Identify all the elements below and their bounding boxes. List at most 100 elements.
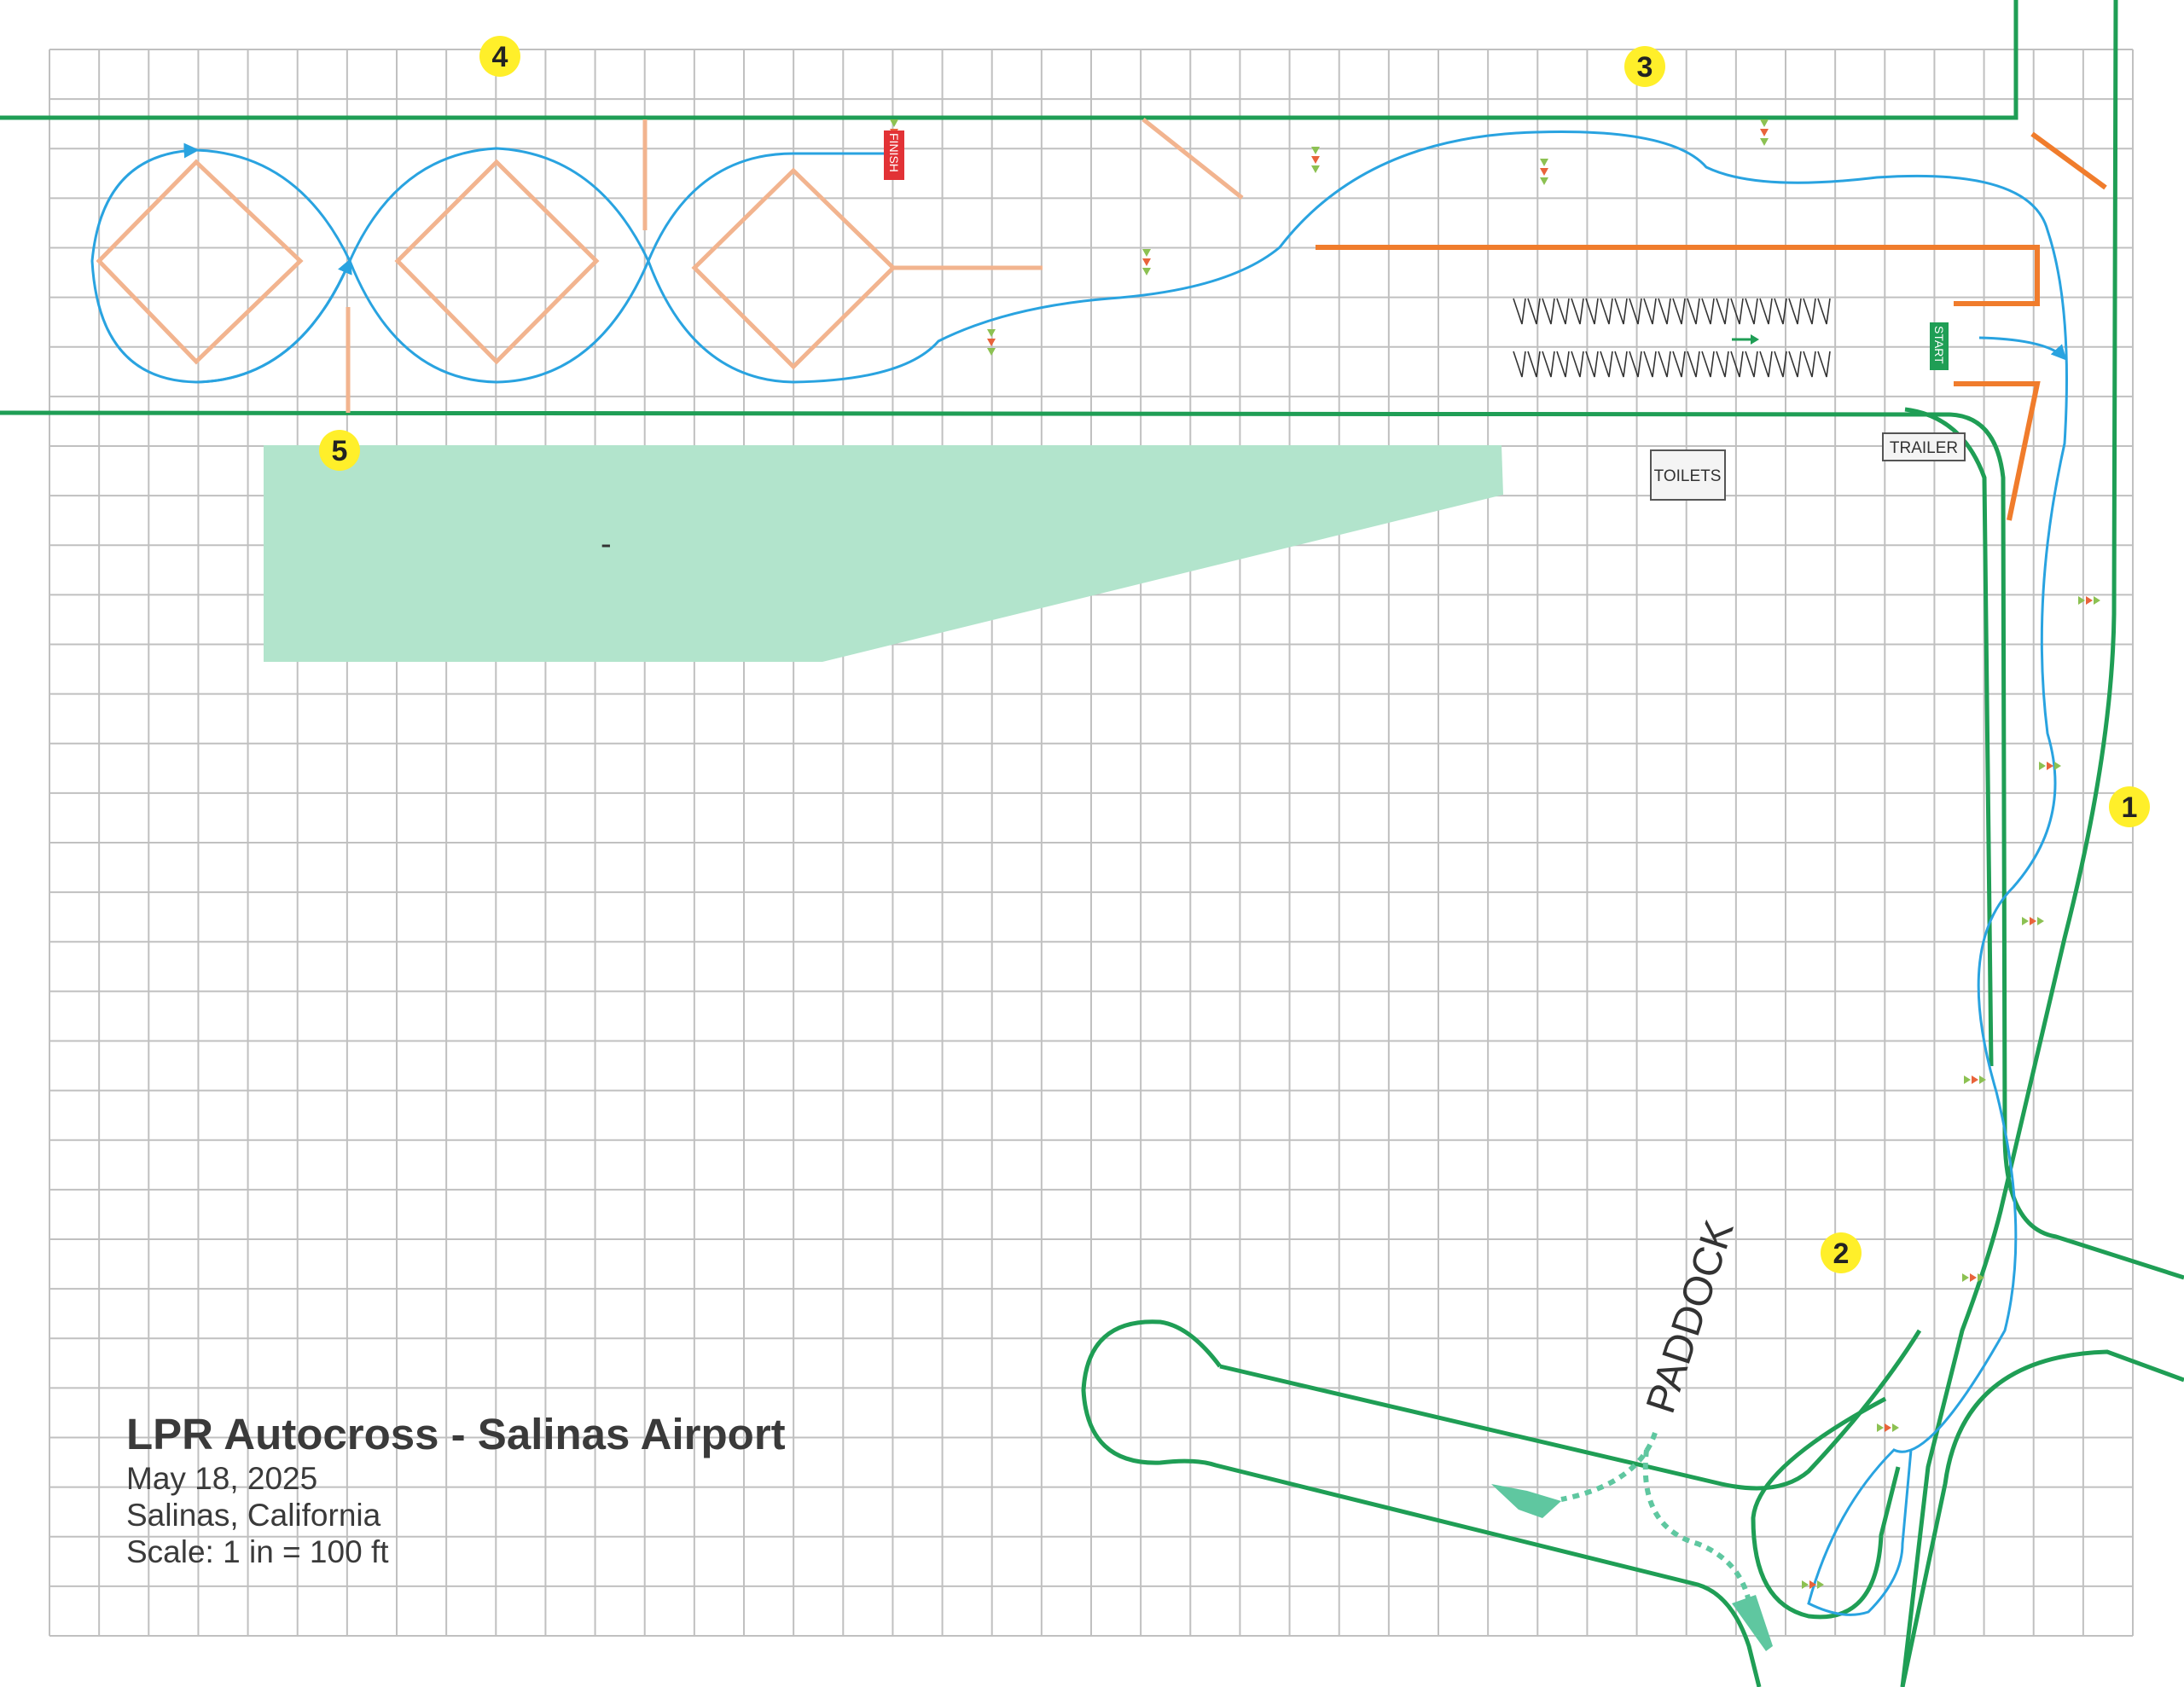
cone-icon	[1979, 1075, 1986, 1084]
chevron-icon	[1527, 351, 1541, 378]
cone-icon	[1978, 1273, 1984, 1282]
cone-icon	[1877, 1423, 1884, 1432]
chevron-icon	[1701, 298, 1715, 325]
cone-icon	[1311, 156, 1320, 164]
chevron-icon	[1600, 298, 1613, 325]
chevron-icon	[1687, 298, 1700, 325]
cone-icon	[1540, 168, 1548, 176]
marker-4: 4	[479, 36, 520, 77]
trailer-label: TRAILER	[1890, 439, 1958, 457]
cone-icon	[1540, 159, 1548, 166]
cone-icon	[2022, 917, 2029, 925]
chevron-icon	[1585, 351, 1599, 378]
marker-4-label: 4	[492, 41, 508, 73]
cone-icon	[987, 348, 996, 356]
marker-2-label: 2	[1833, 1238, 1850, 1270]
trailer-box: TRAILER	[1882, 432, 1966, 461]
chevron-icon	[1759, 351, 1773, 378]
chevron-icon	[1629, 351, 1642, 378]
cone-icon	[1817, 1580, 1824, 1589]
cone-icon	[1809, 1580, 1816, 1589]
title-block: LPR Autocross - Salinas Airport May 18, …	[126, 1409, 786, 1570]
chevron-icon	[1527, 298, 1541, 325]
marker-1: 1	[2109, 786, 2150, 827]
chevron-icon	[1774, 351, 1787, 378]
cone-icon	[1760, 138, 1769, 146]
paddock-area	[264, 445, 1503, 662]
cone-icon	[2047, 762, 2053, 770]
chevron-icon	[1817, 351, 1831, 378]
chevron-icon	[1658, 298, 1671, 325]
chevron-icon	[1745, 298, 1758, 325]
chevron-icon	[1542, 298, 1555, 325]
chevron-icon	[1687, 351, 1700, 378]
chevron-icon	[1614, 351, 1628, 378]
chevron-icon	[1672, 351, 1686, 378]
marker-3: 3	[1624, 46, 1665, 87]
cone-icon	[1311, 147, 1320, 154]
cone-icon	[1970, 1273, 1977, 1282]
map-scale: Scale: 1 in = 100 ft	[126, 1534, 389, 1569]
chevron-icon	[1556, 298, 1570, 325]
finish-sign-text: FINISH	[887, 133, 901, 172]
cone-icon	[1802, 1580, 1809, 1589]
course-walls-heavy	[1316, 131, 2107, 521]
chevron-icon	[1643, 298, 1657, 325]
chevron-icon	[1643, 351, 1657, 378]
map-grid	[49, 49, 2134, 1637]
chevron-icon	[1716, 298, 1729, 325]
start-sign: START	[1930, 322, 1949, 370]
course-walls-light	[96, 118, 1244, 413]
cone-markers	[890, 119, 2100, 1589]
cone-icon	[1760, 119, 1769, 127]
cone-icon	[1892, 1423, 1899, 1432]
marker-5-label: 5	[332, 435, 348, 467]
chevron-icon	[1788, 351, 1802, 378]
cone-icon	[1885, 1423, 1891, 1432]
marker-5: 5	[319, 430, 360, 471]
chevron-icon	[1600, 351, 1613, 378]
chevron-icon	[1571, 298, 1584, 325]
cone-icon	[1760, 129, 1769, 136]
cone-icon	[1962, 1273, 1969, 1282]
chevron-icon	[1774, 298, 1787, 325]
chevron-icon	[1629, 298, 1642, 325]
toilets-box: TOILETS	[1650, 449, 1726, 501]
chevron-icon	[1556, 351, 1570, 378]
cone-icon	[2078, 596, 2085, 605]
cone-icon	[2039, 762, 2046, 770]
cone-icon	[2094, 596, 2100, 605]
chevron-icon	[1803, 298, 1816, 325]
cone-icon	[2086, 596, 2093, 605]
marker-3-label: 3	[1637, 51, 1653, 84]
chevron-icon	[1614, 298, 1628, 325]
cone-icon	[1142, 258, 1151, 266]
chevron-icon	[1788, 298, 1802, 325]
chevron-icon	[1513, 298, 1526, 325]
cone-icon	[2037, 917, 2044, 925]
cone-icon	[1311, 165, 1320, 173]
course-route	[90, 130, 2068, 1616]
finish-sign: FINISH	[884, 130, 904, 180]
cone-icon	[1142, 268, 1151, 275]
cone-icon	[987, 339, 996, 346]
cone-icon	[890, 119, 898, 127]
start-sign-text: START	[1932, 326, 1946, 364]
chevron-icon	[1716, 351, 1729, 378]
chevron-icon	[1730, 351, 1744, 378]
chevron-icon	[1803, 351, 1816, 378]
chevron-icon	[1571, 351, 1584, 378]
cone-icon	[2054, 762, 2061, 770]
chevron-icon	[1759, 298, 1773, 325]
marker-1-label: 1	[2122, 791, 2138, 824]
cone-icon	[1142, 249, 1151, 257]
cone-icon	[1972, 1075, 1978, 1084]
paddock-arrow-down-icon	[1732, 1595, 1773, 1651]
chevron-icon	[1745, 351, 1758, 378]
paddock-dash: -	[601, 526, 612, 562]
toilets-label: TOILETS	[1654, 467, 1722, 485]
event-date: May 18, 2025	[126, 1461, 318, 1496]
chevron-icon	[1730, 298, 1744, 325]
